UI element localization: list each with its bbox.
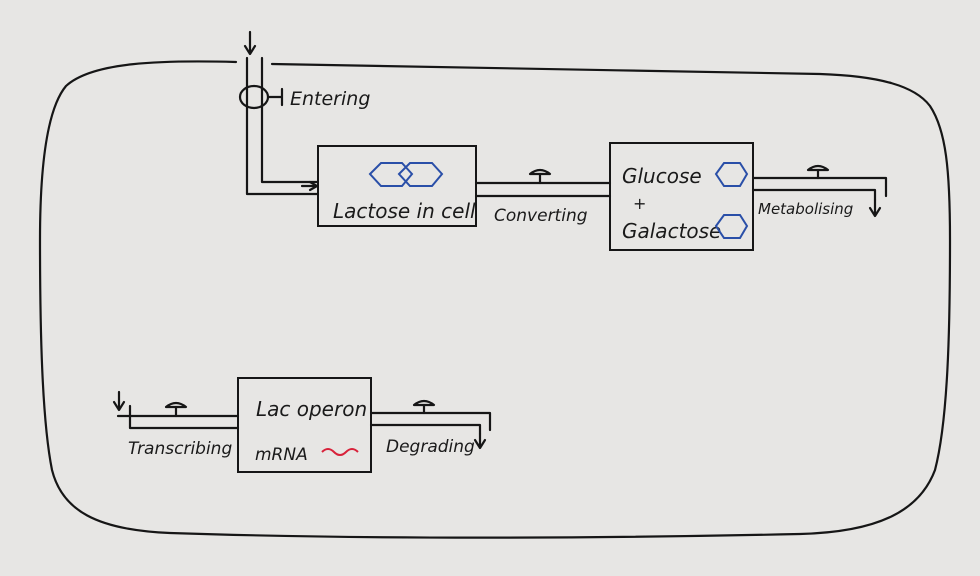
valve-icon (412, 399, 436, 415)
label-mrna: mRNA (255, 445, 308, 465)
label-converting: Converting (494, 206, 588, 226)
transcribing-flow: Transcribing (112, 390, 240, 459)
label-lac-operon: Lac operon (256, 397, 367, 421)
converting-flow: Converting (474, 168, 612, 226)
label-lactose-in-cell: Lactose in cell (333, 199, 476, 223)
degrading-flow: Degrading (369, 399, 492, 457)
label-galactose: Galactose (622, 219, 721, 243)
stock-glucose-galactose: Glucose + Galactose (609, 142, 754, 251)
stock-lac-operon-mrna: Lac operon mRNA (237, 377, 372, 473)
label-entering: Entering (290, 88, 370, 110)
valve-icon (806, 164, 830, 180)
hexagon-icon (714, 214, 749, 239)
mrna-squiggle-icon (321, 448, 359, 456)
label-transcribing: Transcribing (128, 439, 232, 459)
entering-flow: Entering (238, 30, 370, 196)
metabolising-flow: Metabolising (751, 164, 888, 218)
hexagon-icon (714, 162, 749, 187)
cell-membrane (38, 60, 952, 539)
label-glucose: Glucose (622, 164, 702, 188)
hexagon-icon (368, 162, 444, 187)
valve-icon (528, 168, 552, 185)
valve-icon (238, 84, 284, 110)
label-degrading: Degrading (386, 437, 475, 457)
stock-lactose-in-cell: Lactose in cell (317, 145, 477, 227)
label-plus: + (633, 194, 646, 213)
valve-icon (164, 401, 188, 418)
label-metabolising: Metabolising (758, 200, 853, 218)
